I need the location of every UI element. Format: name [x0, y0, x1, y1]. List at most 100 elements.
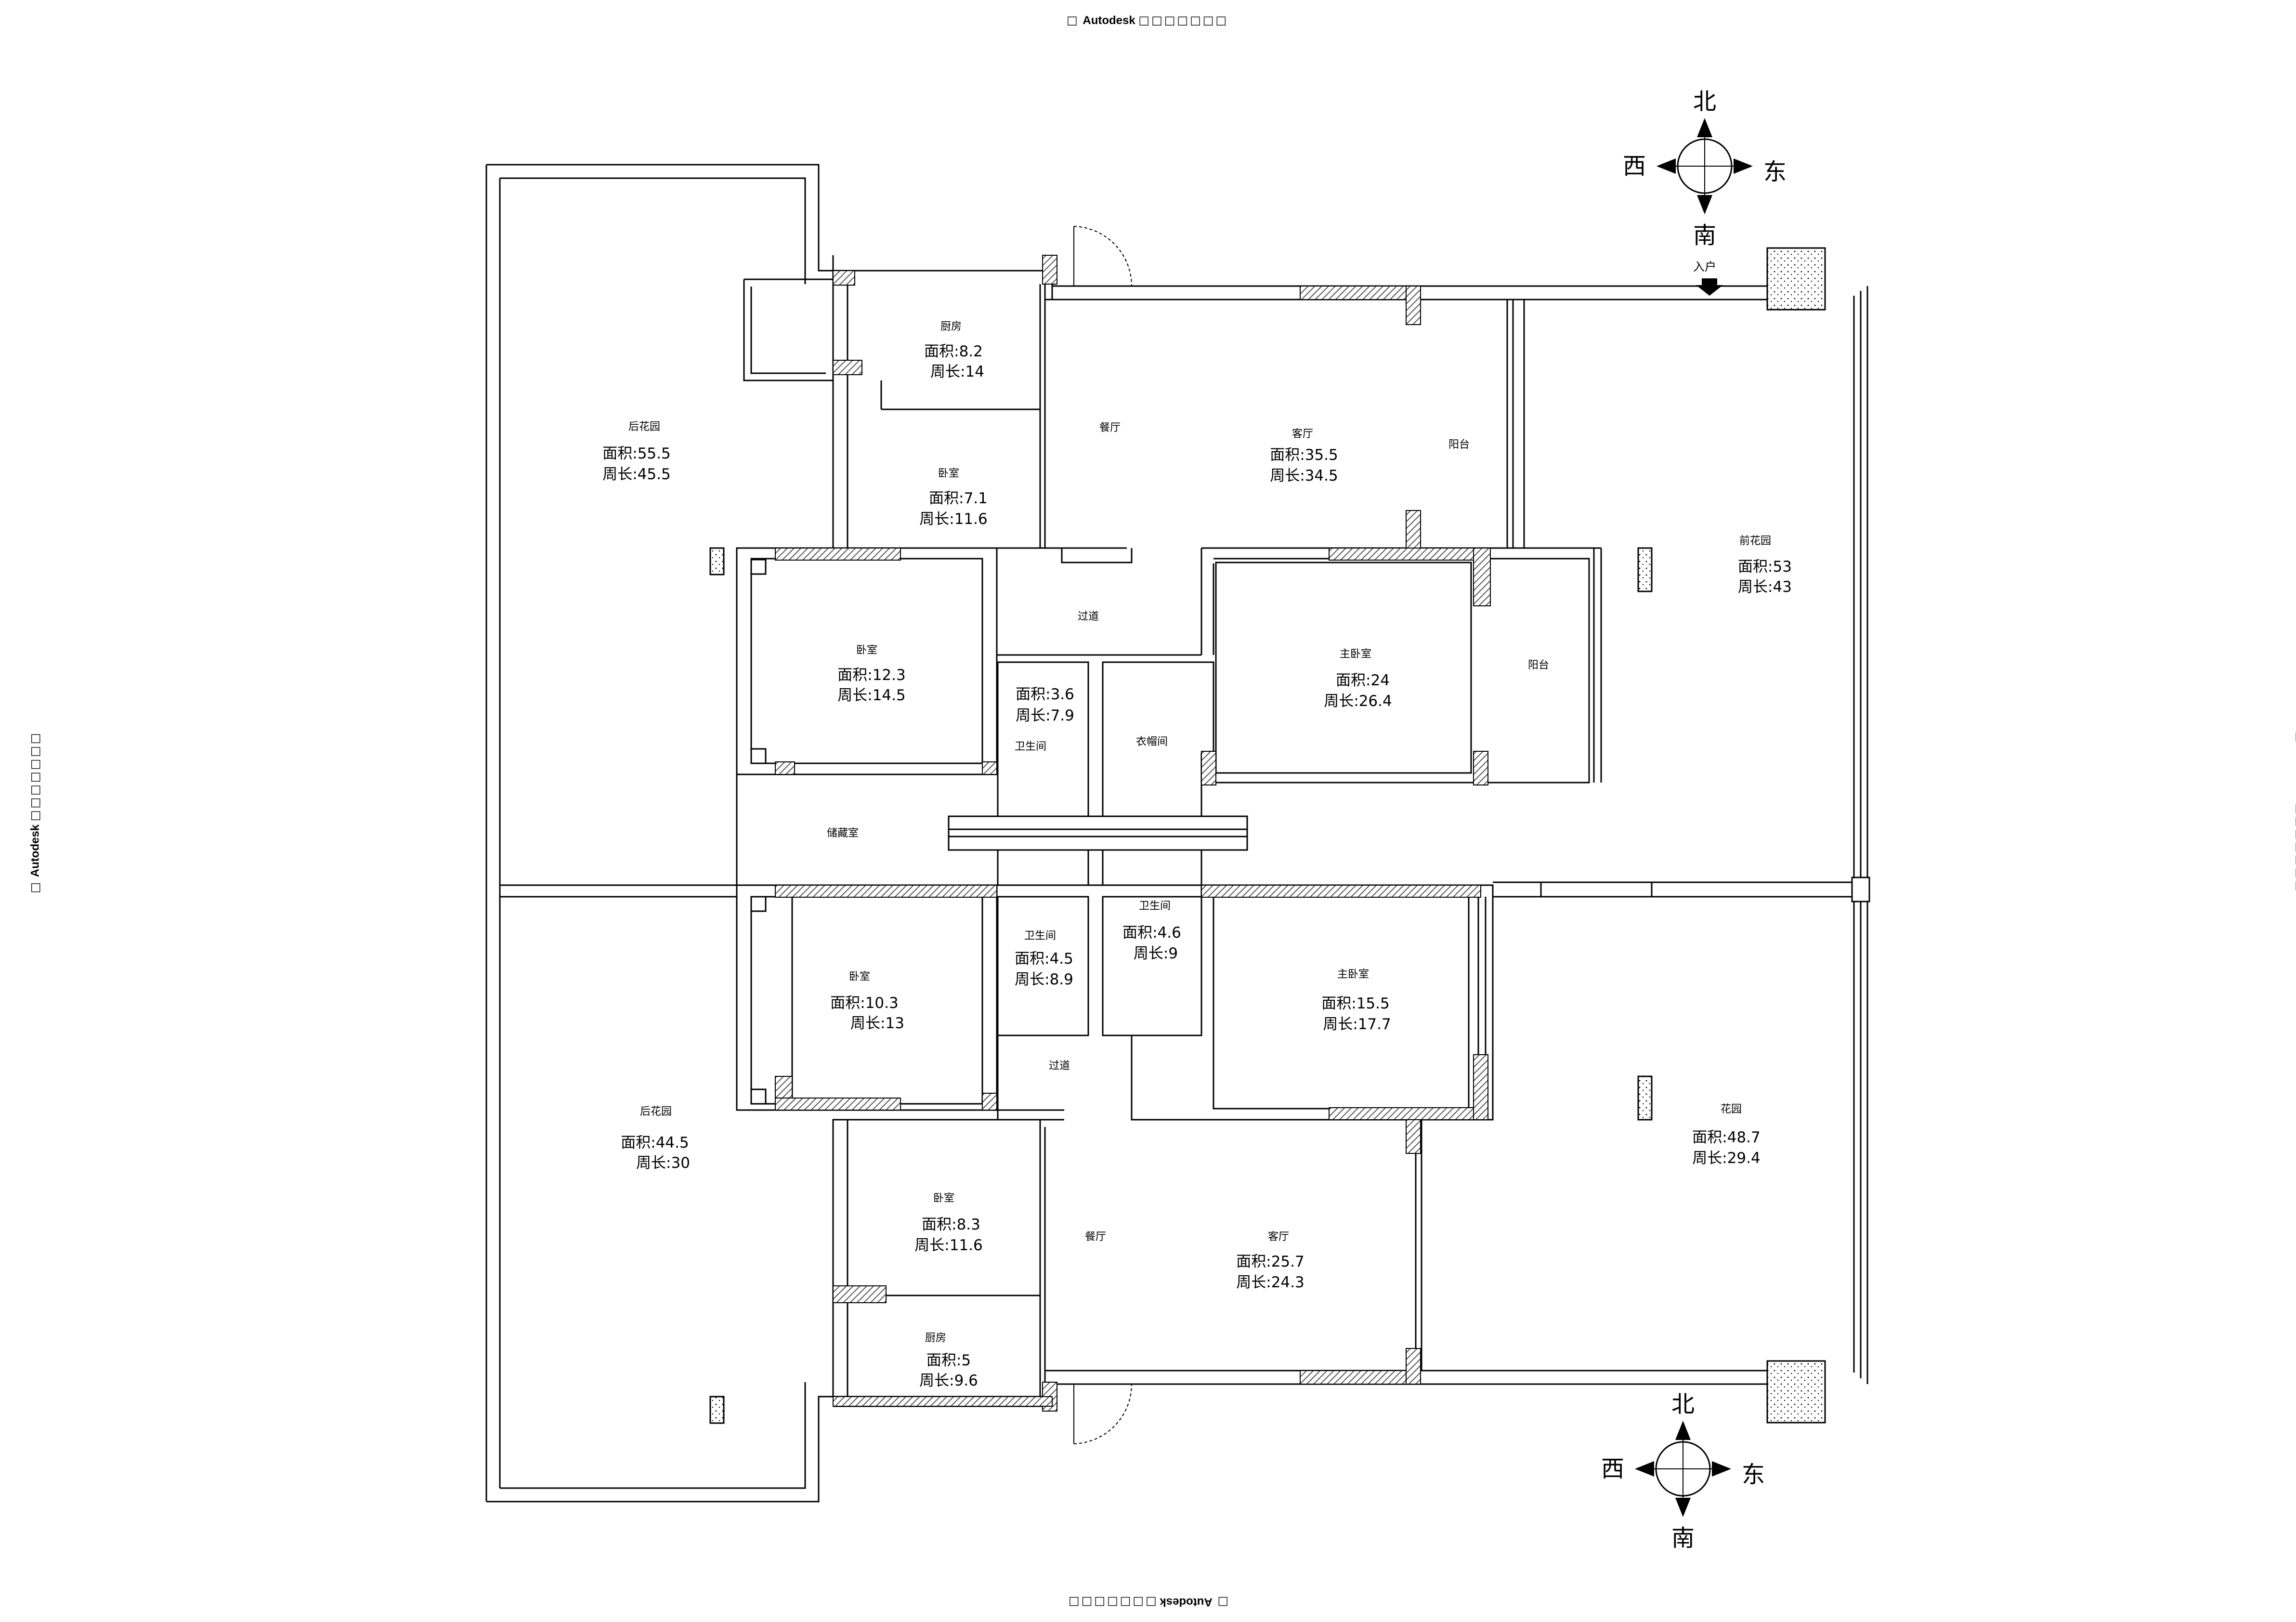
svg-text:主卧室: 主卧室: [1340, 648, 1371, 660]
svg-text:面积:8.3: 面积:8.3: [922, 1216, 980, 1233]
svg-text:卧室: 卧室: [938, 468, 959, 480]
svg-text:周长:30: 周长:30: [636, 1154, 690, 1172]
label-closet: 衣帽间: [1136, 736, 1168, 748]
svg-text:面积:24: 面积:24: [1336, 672, 1390, 689]
label-dining-upper: 餐厅: [1099, 422, 1121, 434]
svg-text:面积:53: 面积:53: [1738, 558, 1792, 576]
svg-text:面积:10.3: 面积:10.3: [830, 994, 898, 1012]
room-master-upper: 主卧室 面积:24 周长:26.4: [1324, 648, 1392, 710]
columns: [709, 247, 1826, 1424]
room-living-lower: 客厅 面积:25.7 周长:24.3: [1236, 1231, 1304, 1291]
label-dining-lower: 餐厅: [1085, 1231, 1106, 1243]
svg-text:客厅: 客厅: [1292, 428, 1313, 440]
rear-garden-bottom-outline: [486, 1396, 833, 1503]
svg-text:周长:9.6: 周长:9.6: [919, 1372, 978, 1389]
svg-text:南: 南: [1671, 1525, 1695, 1552]
north-arrow-icon: [1697, 118, 1712, 137]
svg-text:面积:15.5: 面积:15.5: [1321, 995, 1389, 1012]
svg-text:周长:11.6: 周长:11.6: [919, 510, 987, 528]
room-bedroom-lower-large: 卧室 面积:10.3 周长:13: [830, 971, 904, 1032]
svg-text:后花园: 后花园: [640, 1106, 672, 1118]
svg-text:面积:44.5: 面积:44.5: [621, 1134, 689, 1151]
svg-text:北: 北: [1693, 88, 1716, 115]
label-corridor-lower: 过道: [1049, 1060, 1070, 1072]
entry-marker: 入户: [1693, 260, 1723, 296]
svg-text:周长:43: 周长:43: [1738, 578, 1792, 596]
svg-text:面积:5: 面积:5: [926, 1352, 971, 1369]
svg-text:周长:13: 周长:13: [850, 1015, 904, 1032]
svg-text:周长:17.7: 周长:17.7: [1323, 1016, 1391, 1033]
watermark-top: □ Autodesk □□□□□□□: [1067, 13, 1229, 27]
svg-text:卧室: 卧室: [856, 644, 877, 656]
west-arrow-icon: [1635, 1461, 1654, 1477]
svg-text:面积:4.5: 面积:4.5: [1015, 950, 1073, 968]
west-arrow-icon: [1657, 158, 1676, 174]
svg-text:面积:4.6: 面积:4.6: [1122, 924, 1181, 942]
room-rear-garden-lower: 后花园 面积:44.5 周长:30: [621, 1106, 690, 1172]
svg-text:花园: 花园: [1721, 1103, 1742, 1115]
room-bedroom-upper-large: 卧室 面积:12.3 周长:14.5: [837, 644, 905, 704]
svg-text:卫生间: 卫生间: [1139, 900, 1171, 912]
door-swings: [1073, 226, 1132, 1444]
svg-text:卧室: 卧室: [933, 1192, 954, 1204]
label-storage: 储藏室: [827, 827, 859, 839]
svg-text:后花园: 后花园: [628, 421, 660, 433]
hatched-walls: [775, 255, 1491, 1412]
walls: [485, 164, 1870, 1503]
svg-text:入户: 入户: [1693, 260, 1716, 274]
svg-text:面积:8.2: 面积:8.2: [924, 343, 983, 360]
room-bedroom-lower-small: 卧室 面积:8.3 周长:11.6: [914, 1192, 982, 1254]
svg-text:面积:25.7: 面积:25.7: [1236, 1253, 1304, 1270]
label-balcony-master: 阳台: [1528, 659, 1549, 671]
svg-text:周长:26.4: 周长:26.4: [1324, 693, 1392, 710]
room-rear-garden-upper: 后花园 面积:55.5 周长:45.5: [602, 421, 670, 483]
label-bath-upper-name: 卫生间: [1015, 741, 1046, 753]
svg-text:卫生间: 卫生间: [1024, 930, 1056, 942]
svg-text:周长:24.3: 周长:24.3: [1236, 1274, 1304, 1291]
room-kitchen-upper: 厨房 面积:8.2 周长:14: [924, 321, 984, 380]
svg-text:周长:29.4: 周长:29.4: [1692, 1150, 1760, 1167]
room-front-garden: 前花园 面积:53 周长:43: [1738, 535, 1792, 596]
svg-text:面积:3.6: 面积:3.6: [1016, 686, 1074, 703]
east-arrow-icon: [1712, 1461, 1731, 1477]
svg-text:面积:55.5: 面积:55.5: [602, 445, 670, 462]
svg-text:卧室: 卧室: [849, 971, 870, 983]
svg-text:东: 东: [1742, 1461, 1765, 1488]
svg-text:前花园: 前花园: [1739, 535, 1771, 547]
room-bath-lower-left: 卫生间 面积:4.5 周长:8.9: [1015, 930, 1073, 988]
svg-text:周长:14: 周长:14: [930, 363, 984, 380]
svg-text:东: 东: [1763, 158, 1787, 185]
svg-text:南: 南: [1693, 222, 1716, 249]
svg-text:西: 西: [1601, 1455, 1624, 1482]
north-arrow-icon: [1675, 1421, 1691, 1440]
svg-text:面积:35.5: 面积:35.5: [1270, 446, 1338, 464]
svg-text:周长:45.5: 周长:45.5: [602, 466, 670, 483]
svg-text:周长:8.9: 周长:8.9: [1015, 971, 1073, 988]
svg-text:周长:34.5: 周长:34.5: [1270, 467, 1338, 484]
room-bath-lower-right: 卫生间 面积:4.6 周长:9: [1122, 900, 1181, 962]
room-bedroom-upper-small: 卧室 面积:7.1 周长:11.6: [919, 468, 988, 528]
svg-text:面积:7.1: 面积:7.1: [929, 490, 988, 507]
svg-text:厨房: 厨房: [925, 1332, 946, 1344]
label-corridor-upper: 过道: [1078, 611, 1099, 623]
rear-garden-top-outline: [486, 164, 834, 272]
svg-text:周长:11.6: 周长:11.6: [914, 1237, 982, 1254]
label-balcony-upper: 阳台: [1448, 439, 1470, 451]
svg-text:主卧室: 主卧室: [1337, 968, 1369, 981]
room-kitchen-lower: 厨房 面积:5 周长:9.6: [919, 1332, 978, 1389]
svg-text:厨房: 厨房: [940, 321, 962, 333]
room-master-lower: 主卧室 面积:15.5 周长:17.7: [1321, 968, 1391, 1033]
compass-south: 北 南 西 东: [1601, 1391, 1765, 1552]
svg-text:周长:14.5: 周长:14.5: [837, 687, 905, 704]
rear-garden-bottom-inner: [500, 1382, 806, 1489]
svg-text:面积:12.3: 面积:12.3: [837, 667, 905, 684]
svg-text:客厅: 客厅: [1268, 1231, 1289, 1243]
svg-text:周长:9: 周长:9: [1134, 945, 1178, 962]
south-arrow-icon: [1697, 195, 1712, 214]
south-arrow-icon: [1675, 1498, 1691, 1517]
room-garden-lower: 花园 面积:48.7 周长:29.4: [1692, 1103, 1760, 1167]
compass-north: 北 南 西 东: [1623, 88, 1787, 249]
svg-text:面积:48.7: 面积:48.7: [1692, 1129, 1760, 1146]
room-bath-upper: 面积:3.6 周长:7.9: [1016, 686, 1074, 724]
